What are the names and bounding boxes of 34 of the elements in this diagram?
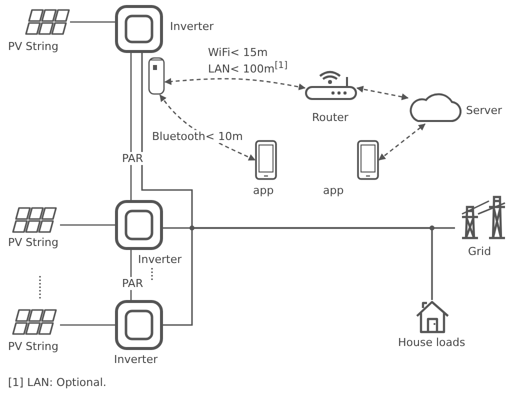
node-label: Inverter xyxy=(138,253,182,266)
dashed-arrow xyxy=(356,86,409,100)
inverter-icon xyxy=(115,5,163,53)
node-label: app xyxy=(253,184,274,197)
node-label: Server xyxy=(466,104,502,117)
connection-line xyxy=(60,324,115,326)
footnote: [1] LAN: Optional. xyxy=(8,376,106,389)
edge-label: PAR xyxy=(120,277,146,290)
node-label: Router xyxy=(312,111,348,124)
connection-line xyxy=(60,224,115,226)
inverter-icon xyxy=(115,300,163,350)
solar-panel-icon xyxy=(15,308,60,334)
node-label: PV String xyxy=(8,40,58,53)
node-label: PV String xyxy=(8,340,58,353)
phone-icon xyxy=(357,140,379,180)
node-label: House loads xyxy=(398,336,466,349)
dashed-arrow xyxy=(164,78,306,90)
solar-panel-icon xyxy=(15,206,60,232)
node-label: app xyxy=(323,184,344,197)
dashed-arrow xyxy=(378,123,426,161)
node-label: Grid xyxy=(468,245,492,258)
phone-icon xyxy=(255,140,277,180)
connection-line xyxy=(130,53,132,200)
node-label: PV String xyxy=(8,236,58,249)
inverter-icon xyxy=(115,200,163,250)
router-icon xyxy=(305,70,357,100)
house-icon xyxy=(415,300,450,333)
dongle-icon xyxy=(148,57,165,95)
node-label: Inverter xyxy=(170,20,214,33)
edge-label: PAR xyxy=(120,152,146,165)
solar-panel-icon xyxy=(28,8,70,36)
edge-label: Bluetooth< 10m xyxy=(150,130,245,143)
node-label: Inverter xyxy=(114,353,158,366)
connection-line xyxy=(70,21,115,23)
